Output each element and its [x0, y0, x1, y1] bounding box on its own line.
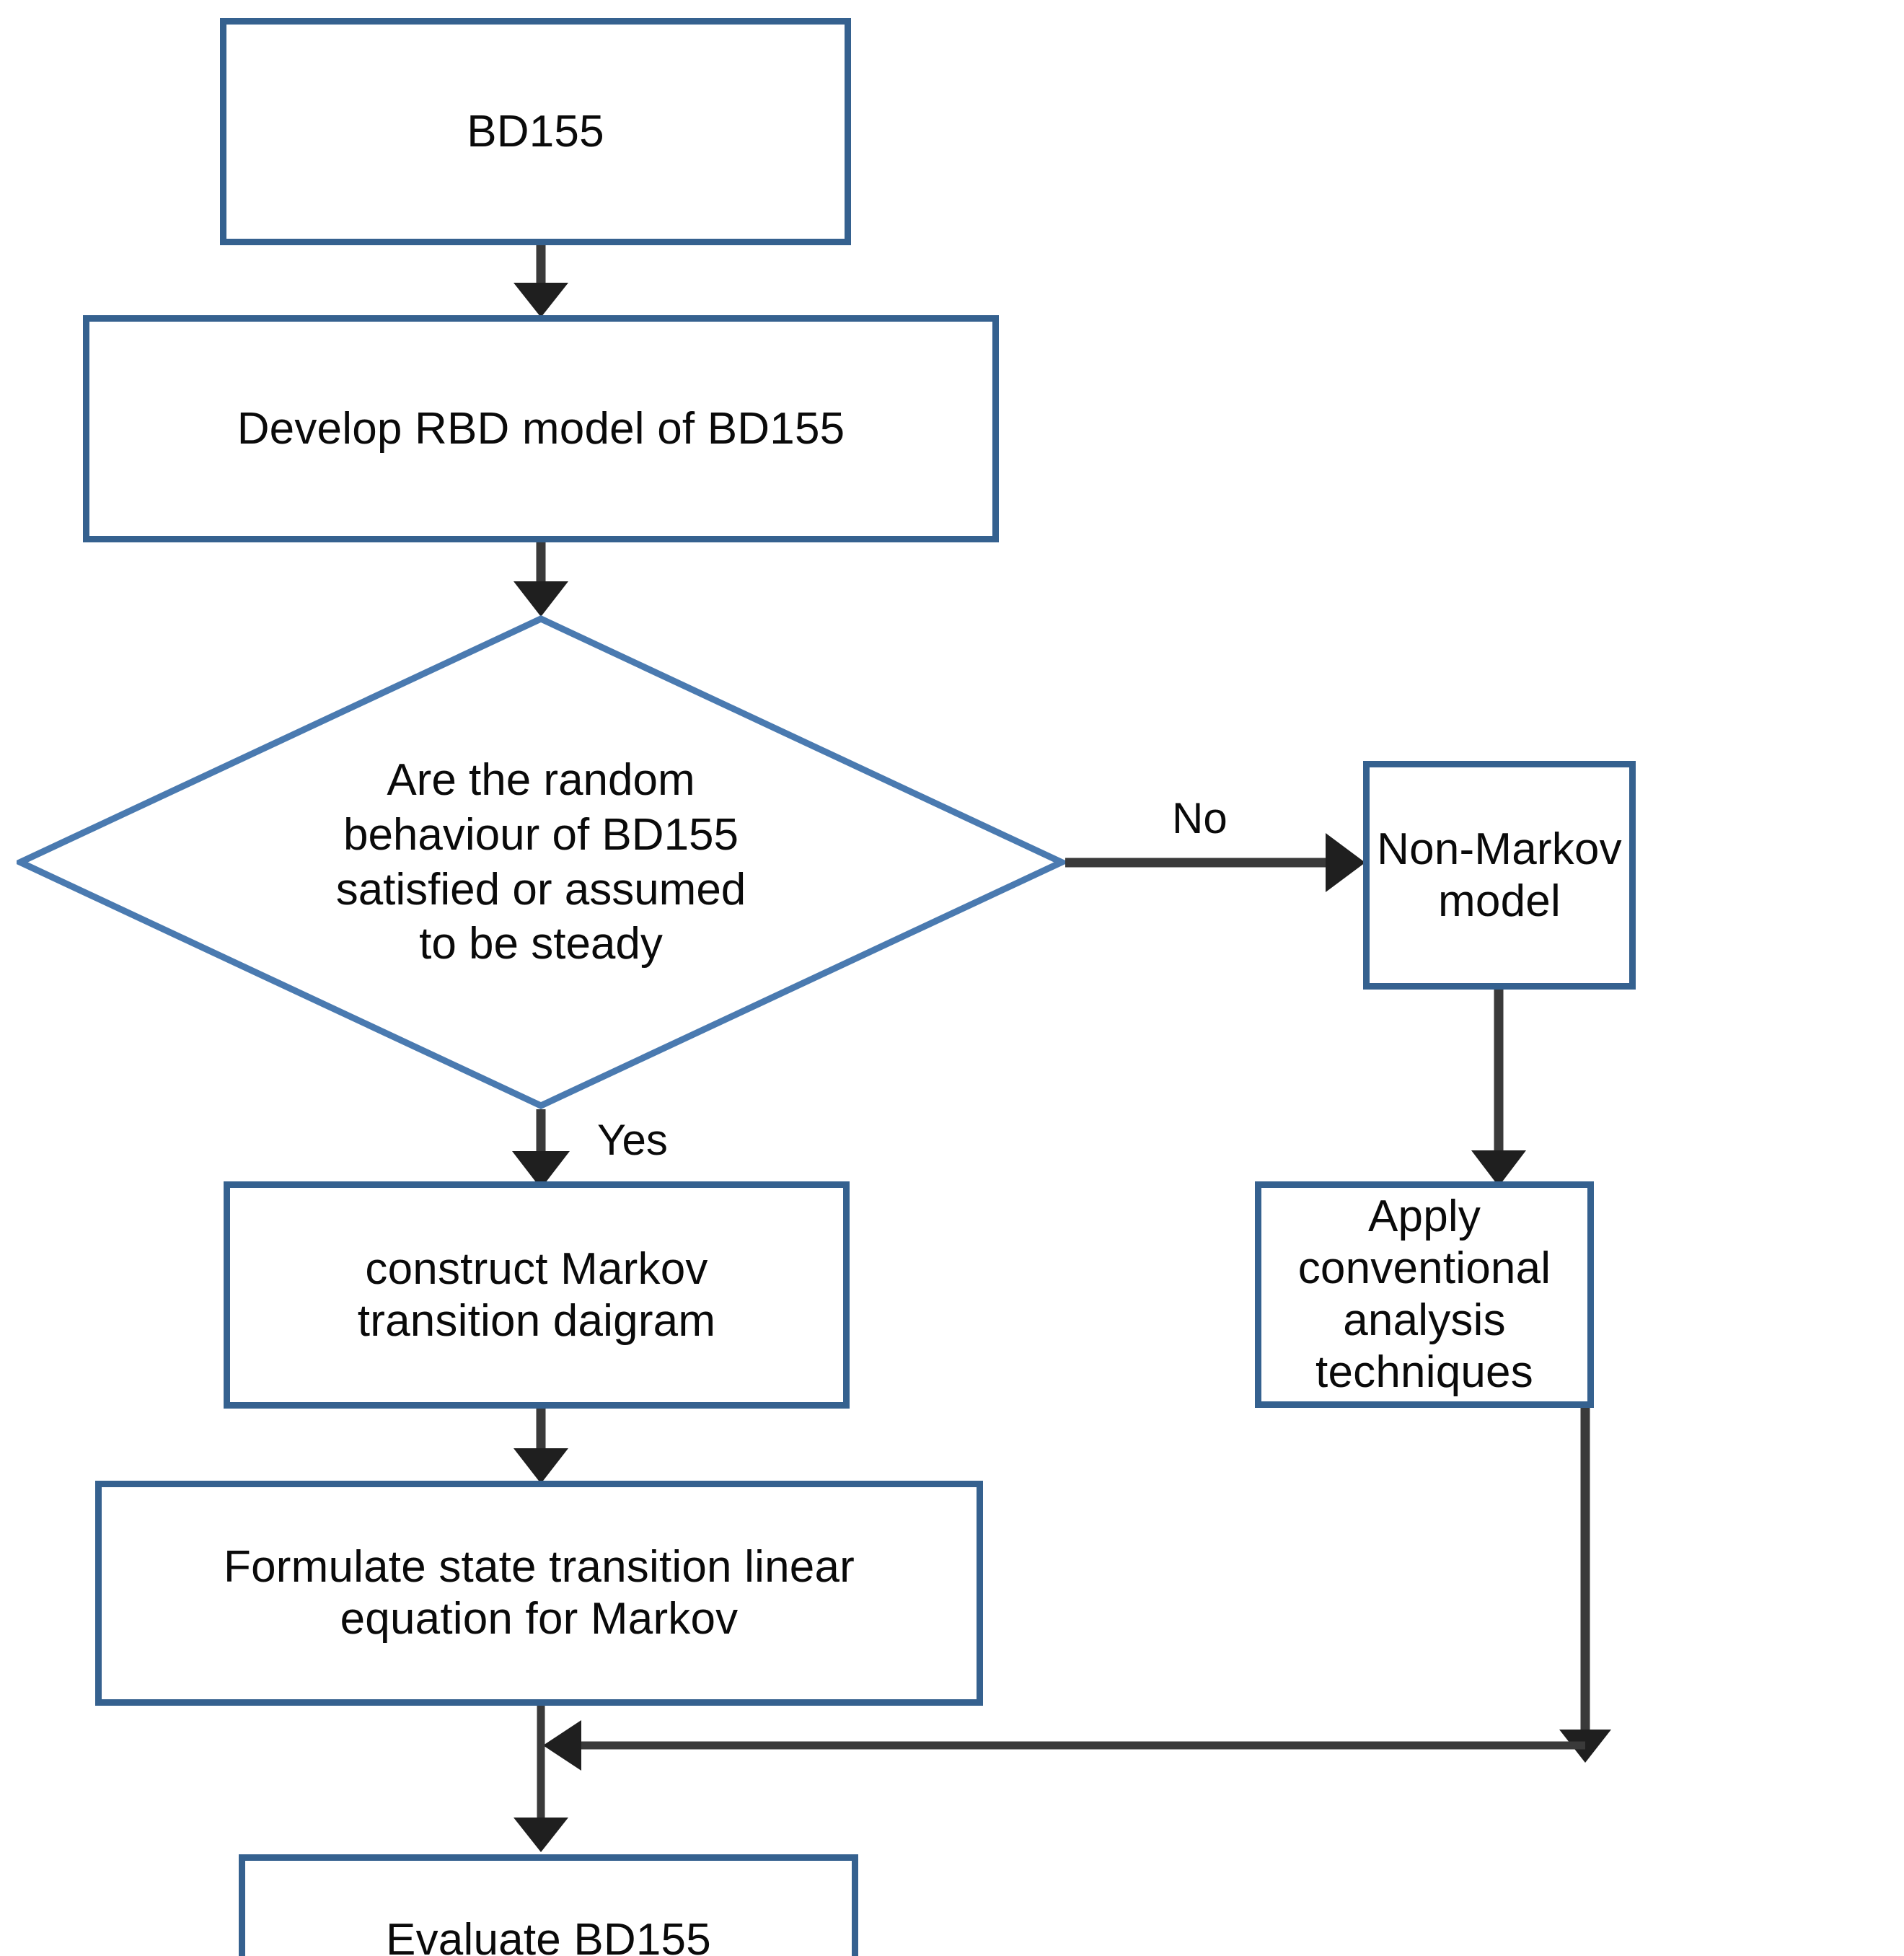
diamond-shape	[17, 615, 1065, 1109]
connector-start-to-develop	[514, 245, 568, 317]
connector-decision-to-construct	[512, 1109, 570, 1189]
node-develop-rbd-model-label: Develop RBD model of BD155	[237, 403, 845, 454]
node-apply-conventional-analysis-label: Apply conventional analysis techniques	[1297, 1191, 1551, 1397]
node-non-markov-model[interactable]: Non-Markov model	[1363, 761, 1636, 990]
connector-formulate-to-evaluate	[514, 1706, 568, 1852]
node-formulate-state-transition-equation[interactable]: Formulate state transition linear equati…	[95, 1481, 983, 1706]
node-construct-markov-transition-diagram-label: construct Markov transition daigram	[357, 1243, 716, 1346]
node-non-markov-model-label: Non-Markov model	[1377, 824, 1622, 926]
node-develop-rbd-model[interactable]: Develop RBD model of BD155	[83, 315, 999, 542]
node-decision-random-behaviour[interactable]: Are the random behaviour of BD155 satisf…	[17, 615, 1065, 1109]
connector-nonmarkov-to-apply	[1471, 990, 1526, 1186]
node-decision-random-behaviour-label: Are the random behaviour of BD155 satisf…	[335, 755, 746, 969]
edge-label-no: No	[1172, 794, 1228, 842]
connector-construct-to-formulate	[514, 1409, 568, 1484]
node-start-bd155[interactable]: BD155	[220, 18, 851, 245]
node-evaluate-bd155-performance[interactable]: Evaluate BD155 performence	[239, 1854, 858, 1956]
node-apply-conventional-analysis[interactable]: Apply conventional analysis techniques	[1255, 1181, 1594, 1408]
node-evaluate-bd155-performance-label: Evaluate BD155 performence	[386, 1915, 711, 1956]
edge-label-yes: Yes	[597, 1116, 668, 1164]
node-formulate-state-transition-equation-label: Formulate state transition linear equati…	[224, 1542, 855, 1644]
connector-develop-to-decision	[514, 542, 568, 617]
node-construct-markov-transition-diagram[interactable]: construct Markov transition daigram	[224, 1181, 850, 1409]
node-start-bd155-label: BD155	[467, 106, 604, 157]
